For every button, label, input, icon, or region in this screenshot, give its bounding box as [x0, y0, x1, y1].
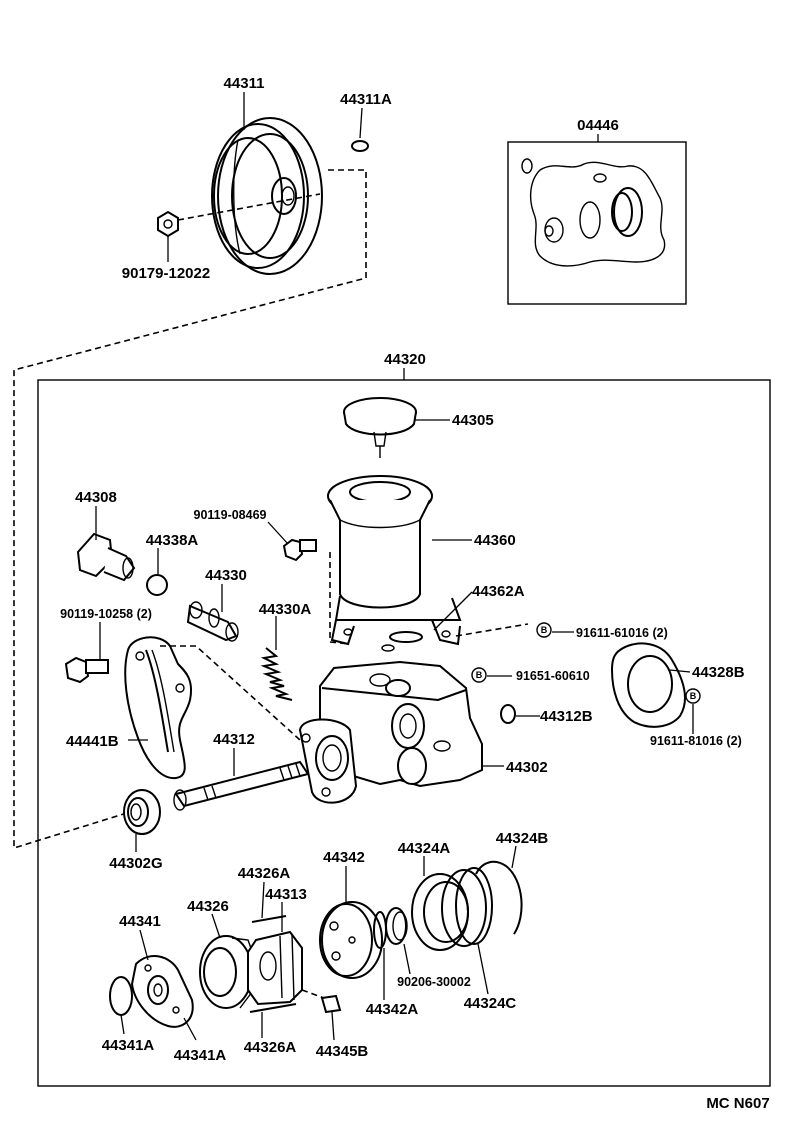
pressure-plate-44342	[319, 901, 383, 979]
marker-b-2: B	[471, 667, 487, 683]
svg-text:B: B	[476, 670, 483, 680]
label-44311A: 44311A	[340, 91, 392, 108]
label-44320: 44320	[384, 351, 426, 368]
reservoir-cap-44305	[343, 397, 417, 458]
bolt-90119-08469	[282, 538, 317, 562]
label-44330: 44330	[205, 567, 247, 584]
label-91611-61016: 91611-61016 (2)	[576, 626, 668, 640]
label-90179-12022: 90179-12022	[122, 265, 210, 282]
label-44345B: 44345B	[316, 1043, 369, 1060]
label-44341: 44341	[119, 913, 161, 930]
pin-44326A-top	[251, 915, 287, 923]
pulley-44311	[211, 117, 323, 275]
rotor-44313	[247, 930, 303, 1006]
label-44313: 44313	[265, 886, 307, 903]
label-44338A: 44338A	[146, 532, 199, 549]
vane-44345B	[320, 994, 342, 1014]
o-ring-44338A	[146, 574, 168, 596]
label-44328B: 44328B	[692, 664, 745, 681]
label-44330A: 44330A	[259, 601, 312, 618]
o-ring-44324C	[455, 867, 493, 945]
end-plate-44324A	[411, 869, 487, 951]
label-90206-30002: 90206-30002	[397, 975, 471, 989]
key-44311A	[351, 140, 369, 152]
plate-44328B	[610, 642, 687, 728]
shaft-44312	[173, 760, 310, 811]
label-44326: 44326	[187, 898, 229, 915]
label-90119-10258: 90119-10258 (2)	[60, 607, 152, 621]
side-plate-44341	[130, 955, 194, 1028]
label-44324B: 44324B	[496, 830, 549, 847]
label-44324A: 44324A	[398, 840, 451, 857]
label-44360: 44360	[474, 532, 516, 549]
bolt-90119-10258	[64, 656, 109, 684]
label-44302: 44302	[506, 759, 548, 776]
nut-90179-12022	[157, 210, 179, 238]
cam-ring-44326	[199, 935, 257, 1009]
label-91651-60610: 91651-60610	[516, 669, 590, 683]
label-44441B: 44441B	[66, 733, 119, 750]
spring-44330A	[260, 647, 293, 701]
gasket-kit-04446	[507, 141, 687, 305]
oil-seal-44302G	[123, 789, 161, 835]
leader-lines	[95, 92, 694, 1041]
spring-90206-30002	[385, 907, 408, 945]
marker-b-3: B	[685, 688, 701, 704]
label-44342A: 44342A	[366, 1001, 419, 1018]
label-44324C: 44324C	[464, 995, 517, 1012]
label-44362A: 44362A	[472, 583, 525, 600]
label-44312B: 44312B	[540, 708, 593, 725]
reservoir-44360	[327, 475, 462, 652]
o-ring-44362A	[389, 631, 423, 643]
pin-44326A-bottom	[249, 1003, 297, 1013]
label-44302G: 44302G	[109, 855, 162, 872]
part-labels: 44311 44311A 90179-12022 04446 44320 443…	[60, 75, 770, 1112]
marker-b-1: B	[536, 622, 552, 638]
label-44326A-bottom: 44326A	[244, 1039, 297, 1056]
label-91611-81016: 91611-81016 (2)	[650, 734, 742, 748]
label-44305: 44305	[452, 412, 494, 429]
bracket-44441B	[124, 636, 192, 780]
pump-housing-44302	[298, 660, 483, 804]
o-ring-44312B	[500, 704, 516, 724]
label-44308: 44308	[75, 489, 117, 506]
flow-valve-44330	[186, 601, 239, 642]
label-44341A-left: 44341A	[102, 1037, 155, 1054]
svg-text:B: B	[541, 625, 548, 635]
label-44326A-top: 44326A	[238, 865, 291, 882]
label-44311: 44311	[224, 75, 265, 92]
svg-text:B: B	[690, 691, 697, 701]
label-90119-08469: 90119-08469	[194, 508, 267, 522]
union-fitting-44308	[76, 532, 136, 582]
footer-code: MC N607	[706, 1095, 769, 1112]
label-44341A-right: 44341A	[174, 1047, 227, 1064]
label-44342: 44342	[323, 849, 365, 866]
label-04446: 04446	[577, 117, 619, 134]
label-44312: 44312	[213, 731, 255, 748]
o-ring-44341A-left	[109, 976, 133, 1016]
snap-ring-44324B	[475, 860, 523, 935]
